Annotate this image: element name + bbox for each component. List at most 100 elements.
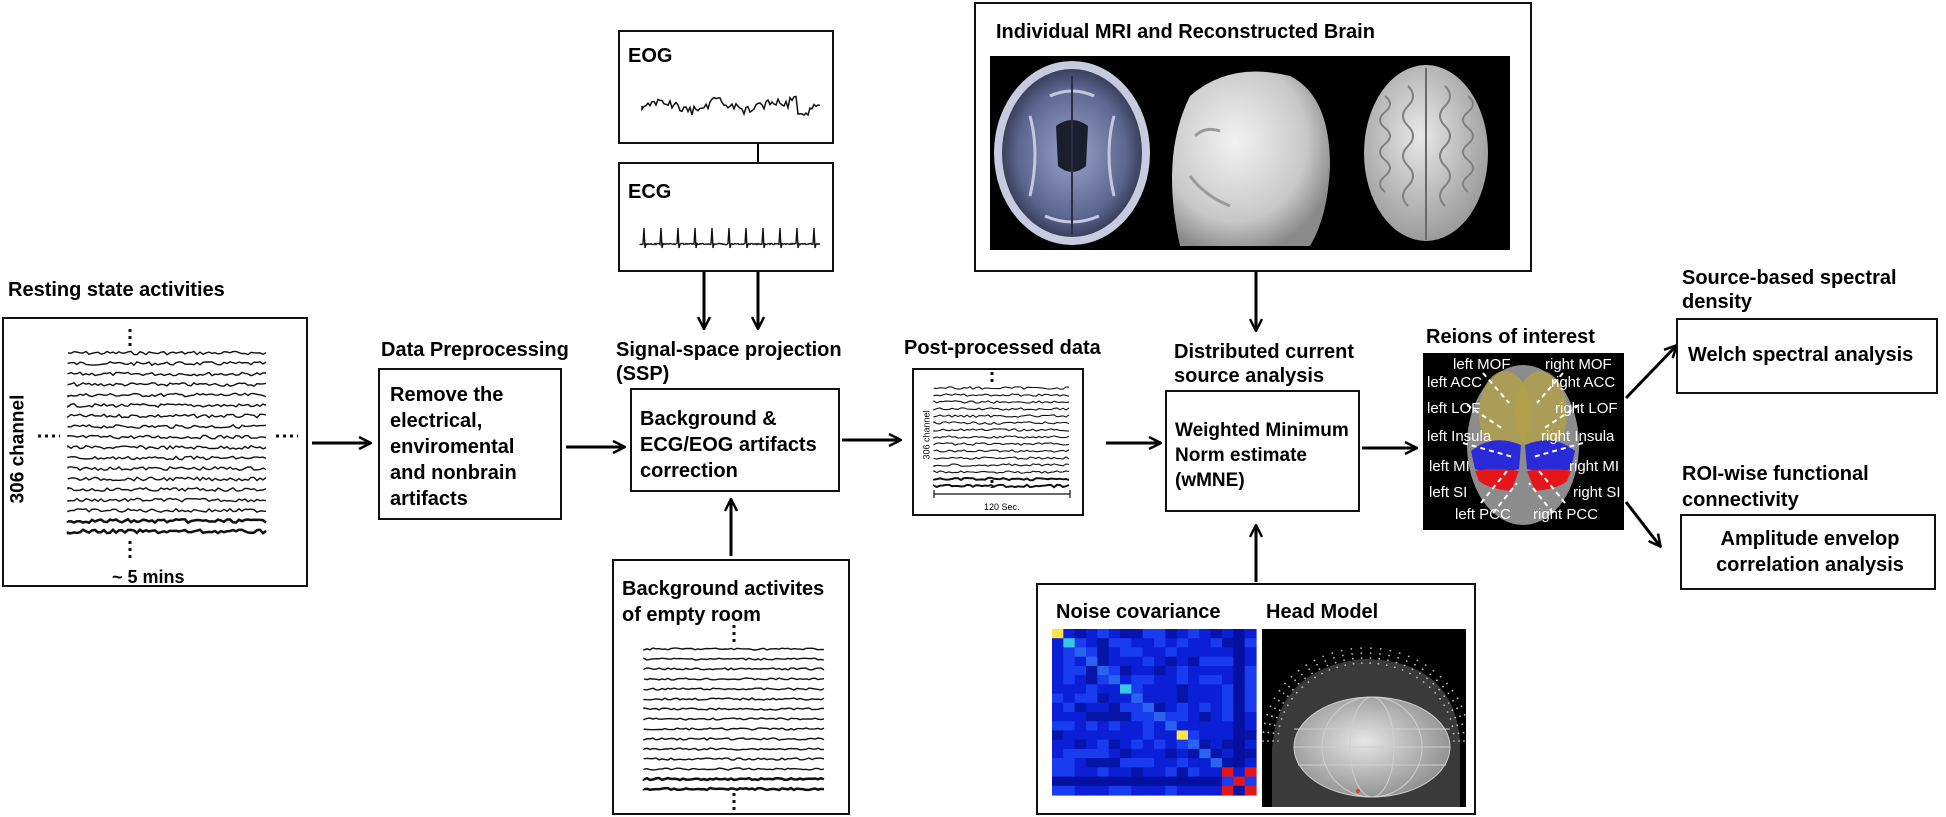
heatmap-cell bbox=[1165, 675, 1178, 685]
resting-trace-line bbox=[67, 381, 267, 387]
heatmap-cell bbox=[1210, 748, 1223, 759]
heatmap-cell bbox=[1199, 712, 1212, 722]
head-model-sensor-dot bbox=[1456, 724, 1459, 727]
head-model-sensor-dot bbox=[1360, 662, 1363, 664]
head-model-sensor-dot bbox=[1351, 657, 1354, 660]
postprocessed-trace-line bbox=[933, 414, 1070, 418]
heatmap-cell bbox=[1244, 647, 1257, 658]
heatmap-cell bbox=[1233, 638, 1246, 649]
heatmap-cell bbox=[1142, 785, 1155, 796]
heatmap-cell bbox=[1176, 712, 1189, 722]
heatmap-cell bbox=[1086, 767, 1098, 778]
heatmap-cell bbox=[1120, 785, 1132, 796]
postprocessed-duration-label: 120 Sec. bbox=[984, 502, 1020, 512]
heatmap-cell bbox=[1233, 656, 1246, 667]
heatmap-cell bbox=[1086, 693, 1098, 704]
heatmap-cell bbox=[1074, 638, 1087, 649]
heatmap-cell bbox=[1188, 758, 1200, 768]
heatmap-cell bbox=[1120, 656, 1132, 667]
heatmap-cell bbox=[1052, 748, 1064, 759]
heatmap-cell bbox=[1086, 675, 1098, 685]
heatmap-cell bbox=[1120, 684, 1132, 695]
connectivity-box: Amplitude envelop correlation analysis bbox=[1680, 514, 1936, 590]
roi-title: Reions of interest bbox=[1426, 326, 1595, 348]
head-model-svg bbox=[1262, 647, 1466, 807]
heatmap-cell bbox=[1233, 712, 1246, 722]
head-model-sensor-dot bbox=[1284, 682, 1286, 685]
heatmap-cell bbox=[1097, 739, 1110, 750]
head-model-sensor-dot bbox=[1393, 666, 1396, 669]
resting-duration-label: ~ 5 mins bbox=[112, 567, 185, 587]
ecg-title: ECG bbox=[628, 181, 672, 203]
ecg-trace-line bbox=[639, 227, 821, 249]
ssp-title-line1: Signal-space projection bbox=[616, 339, 842, 361]
heatmap-cell bbox=[1131, 693, 1144, 704]
postprocessed-trace-line bbox=[933, 442, 1070, 446]
head-model-sensor-dot bbox=[1324, 660, 1327, 662]
heatmap-cell bbox=[1052, 684, 1064, 695]
heatmap-cell bbox=[1097, 767, 1110, 778]
heatmap-cell bbox=[1199, 785, 1212, 796]
ecg-trace bbox=[639, 227, 821, 249]
heatmap-cell bbox=[1108, 702, 1121, 713]
empty-room-box: Background activites of empty room bbox=[612, 559, 850, 815]
heatmap-cell bbox=[1052, 675, 1064, 685]
heatmap-cell bbox=[1154, 712, 1166, 722]
postprocessed-trace-line bbox=[933, 476, 1070, 482]
heatmap-cell bbox=[1233, 721, 1246, 732]
heatmap-cell bbox=[1108, 665, 1121, 676]
postprocessed-channel-label: 306 channel bbox=[921, 410, 932, 460]
heatmap-cell bbox=[1108, 693, 1121, 704]
heatmap-cell bbox=[1199, 693, 1212, 704]
resting-trace-line bbox=[67, 360, 267, 367]
head-model-image bbox=[1262, 629, 1466, 807]
heatmap-cell bbox=[1074, 712, 1087, 722]
resting-trace-line bbox=[67, 434, 267, 440]
head-model-sensor-dot bbox=[1438, 688, 1440, 691]
heatmap-cell bbox=[1233, 665, 1246, 676]
heatmap-cell bbox=[1097, 684, 1110, 695]
roi-label-left-insula: left Insula bbox=[1427, 428, 1492, 445]
heatmap-cell bbox=[1131, 758, 1144, 768]
heatmap-cell bbox=[1074, 702, 1087, 713]
heatmap-cell bbox=[1244, 776, 1257, 787]
heatmap-cell bbox=[1165, 767, 1178, 778]
head-model-sensor-dot bbox=[1351, 653, 1353, 655]
ssp-title-line2: (SSP) bbox=[616, 363, 670, 385]
heatmap-cell bbox=[1086, 712, 1098, 722]
roi-label-right-lof: right LOF bbox=[1555, 400, 1618, 417]
head-model-sensor-dot bbox=[1273, 697, 1276, 700]
head-model-sensor-dot bbox=[1266, 713, 1269, 716]
head-model-sensor-dot bbox=[1278, 689, 1281, 692]
resting-trace-line bbox=[67, 444, 267, 451]
heatmap-cell bbox=[1086, 684, 1098, 695]
heatmap-cell bbox=[1154, 629, 1166, 639]
heatmap-cell bbox=[1244, 767, 1257, 778]
head-model-sensor-dot bbox=[1262, 731, 1265, 734]
roi-label-right-acc: right ACC bbox=[1551, 374, 1616, 391]
head-model-sensor-dot bbox=[1262, 740, 1264, 742]
heatmap-cell bbox=[1210, 758, 1223, 768]
empty-room-trace-line bbox=[643, 667, 825, 671]
heatmap-cell bbox=[1108, 785, 1121, 796]
heatmap-cell bbox=[1074, 665, 1087, 676]
roi-label-left-mi: left MI bbox=[1429, 458, 1470, 475]
postprocessed-trace-line bbox=[933, 456, 1070, 460]
heatmap-cell bbox=[1199, 748, 1212, 759]
heatmap-cell bbox=[1210, 647, 1223, 658]
head-model-sensor-dot bbox=[1288, 685, 1290, 688]
heatmap-cell bbox=[1199, 684, 1212, 695]
head-model-sensor-dot bbox=[1290, 675, 1293, 678]
heatmap-cell bbox=[1244, 693, 1257, 704]
heatmap-cell bbox=[1199, 675, 1212, 685]
ecg-box: ECG bbox=[618, 162, 834, 272]
head-model-sensor-dot bbox=[1344, 664, 1347, 667]
heatmap-cell bbox=[1210, 730, 1223, 741]
heatmap-cell bbox=[1131, 785, 1144, 796]
head-model-sensor-dot bbox=[1280, 718, 1283, 720]
heatmap-cell bbox=[1188, 721, 1200, 732]
head-model-sensor-dot bbox=[1267, 731, 1270, 734]
heatmap-cell bbox=[1074, 693, 1087, 704]
head-model-sensor-dot bbox=[1360, 652, 1363, 654]
empty-room-trace-line bbox=[643, 737, 825, 741]
